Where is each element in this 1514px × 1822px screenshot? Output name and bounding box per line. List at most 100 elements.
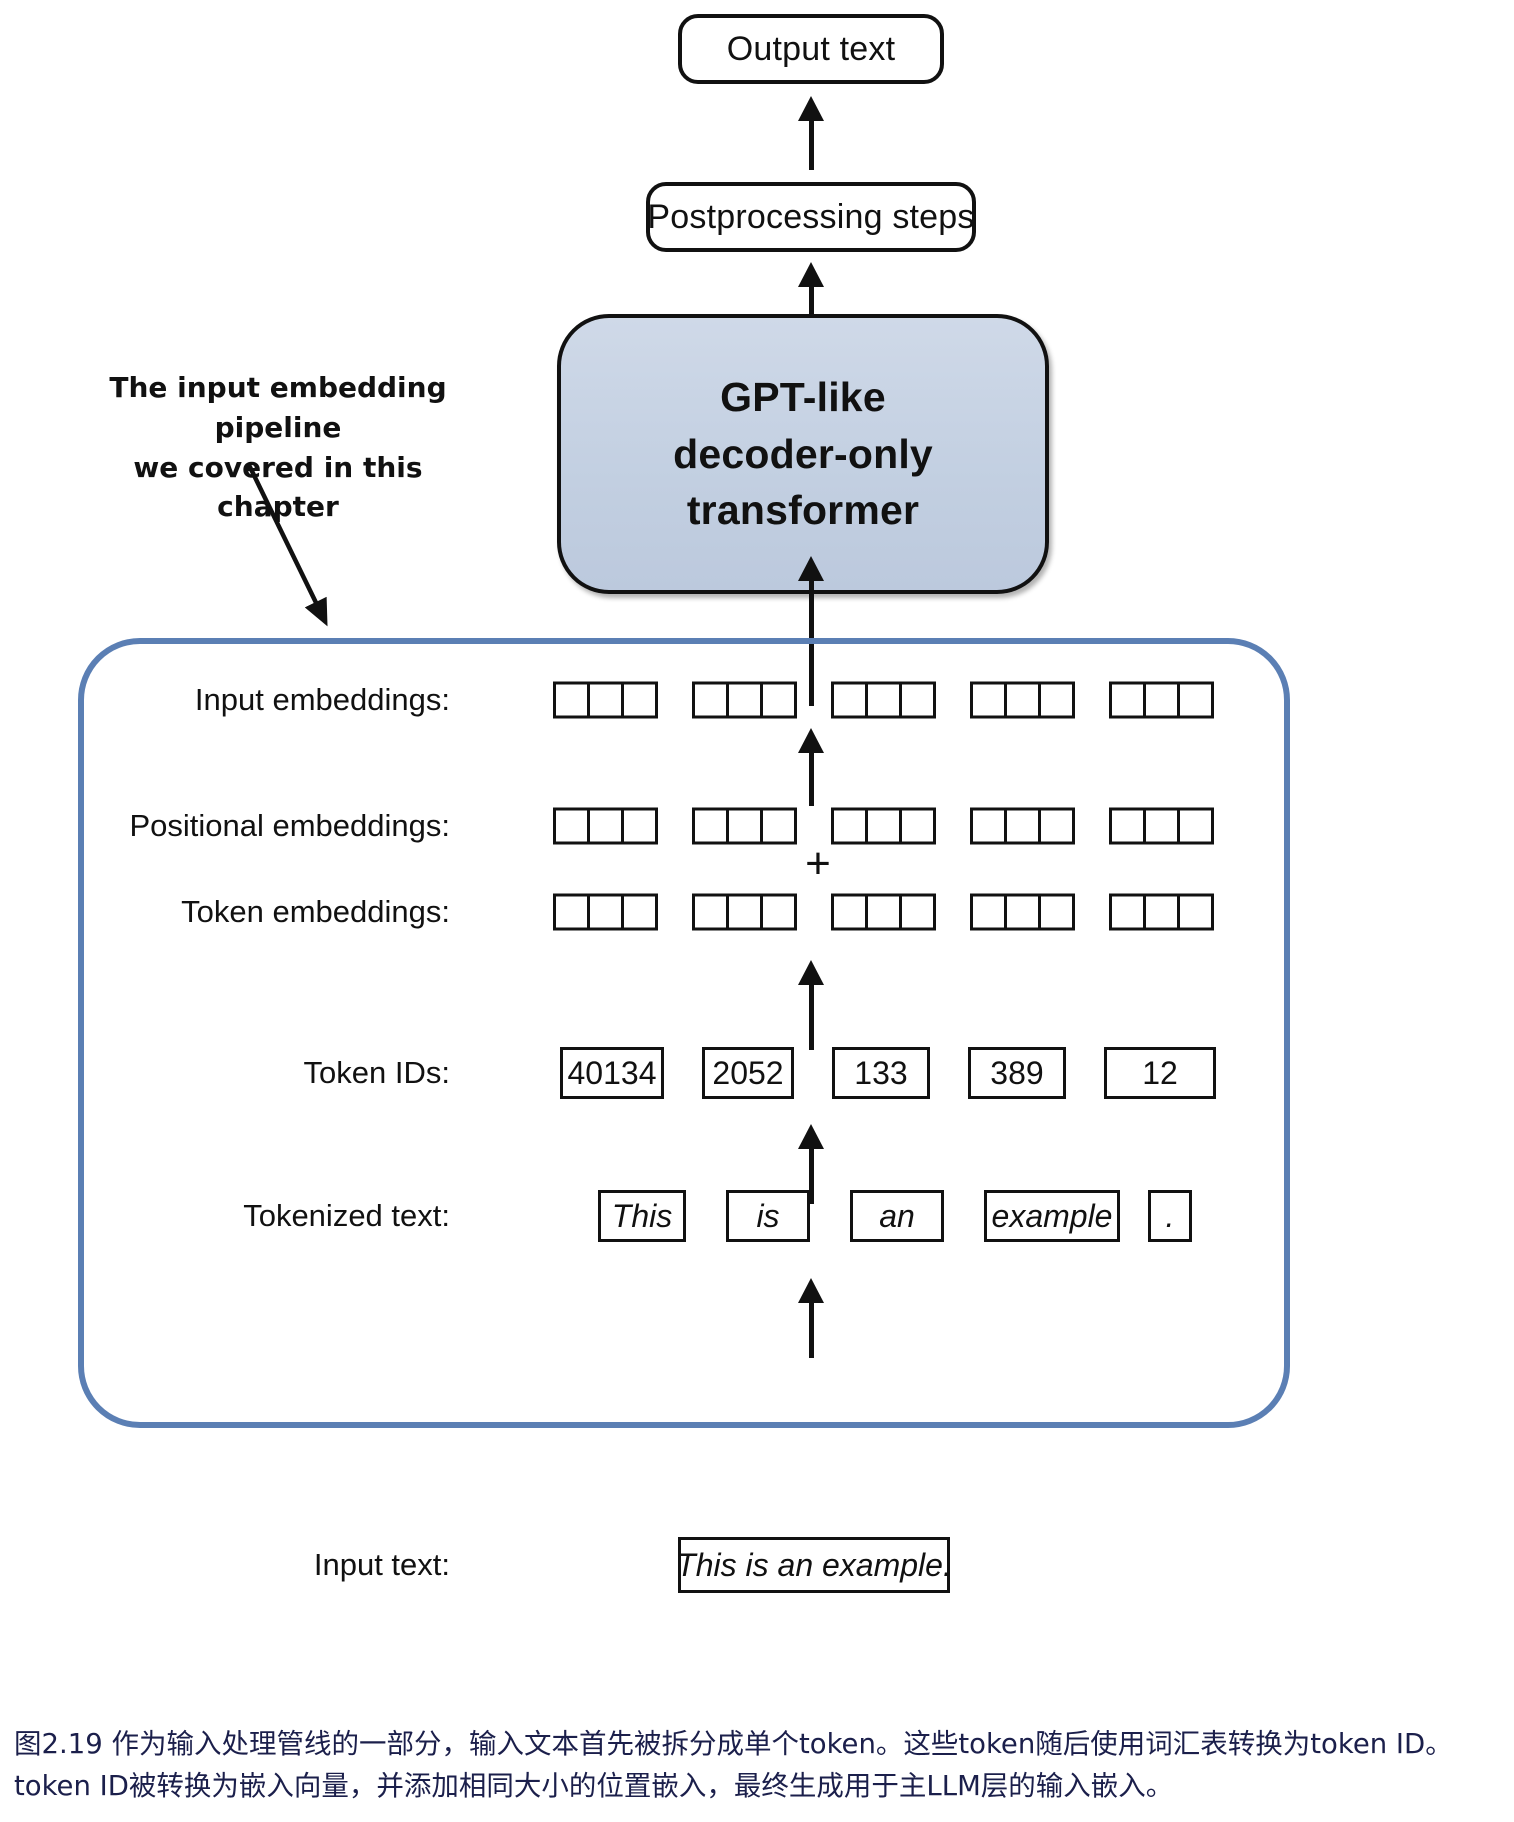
embedding-cell [865,807,902,845]
embedding-cell [1038,807,1075,845]
arrow-shaft [809,750,814,806]
embedding-cell [760,893,797,931]
embedding-cell [621,807,658,845]
input-embedding-pipeline-container [78,638,1290,1428]
embedding-cell [899,807,936,845]
embedding-cell [1038,681,1075,719]
arrow-sum-to-input-embeddings [798,728,824,806]
token-id-chip: 133 [832,1047,930,1099]
embedding-group [831,807,936,845]
postprocessing-steps-box: Postprocessing steps [646,182,976,252]
embedding-group [970,893,1075,931]
embedding-cell [1004,893,1041,931]
embedding-group [1109,807,1214,845]
token-chip: is [726,1190,810,1242]
embedding-cell [1177,681,1214,719]
embedding-cell [831,807,868,845]
embedding-group [831,681,936,719]
embedding-group [1109,893,1214,931]
embedding-group [970,807,1075,845]
embedding-cell [970,681,1007,719]
positional-embeddings-row [553,807,1214,845]
label-positional-embeddings: Positional embeddings: [129,808,450,843]
embedding-group [1109,681,1214,719]
output-text-box: Output text [678,14,944,84]
arrow-shaft [809,118,814,170]
embedding-cell [831,893,868,931]
tokenized-text-row: This is an example . [598,1190,1192,1242]
arrow-head-icon [798,96,824,121]
arrow-shaft [809,284,814,322]
plus-operator: + [805,839,831,888]
embedding-cell [587,681,624,719]
arrow-transformer-to-postprocessing [798,262,824,322]
token-chip: . [1148,1190,1192,1242]
output-text-label: Output text [726,29,896,68]
label-token-embeddings: Token embeddings: [181,894,450,929]
transformer-label-line-3: transformer [686,487,920,534]
embedding-cell [726,681,763,719]
annotation-text: The input embedding pipeline we covered … [88,368,468,527]
embedding-cell [1109,681,1146,719]
embedding-group [553,807,658,845]
embedding-cell [1177,807,1214,845]
embedding-cell [692,807,729,845]
token-ids-row: 40134 2052 133 389 12 [560,1047,1216,1099]
arrow-tokenized-text-to-token-ids [798,1124,824,1204]
label-input-text: Input text: [313,1547,450,1582]
token-chip: example [984,1190,1120,1242]
arrow-shaft [809,1300,814,1358]
embedding-group [831,893,936,931]
embedding-cell [970,893,1007,931]
embedding-cell [1143,893,1180,931]
embedding-group [692,893,797,931]
arrow-head-icon [798,728,824,753]
arrow-shaft [809,1146,814,1204]
embedding-cell [726,893,763,931]
annotation-arrow-icon [245,462,328,627]
annotation-line-2: we covered in this chapter [133,450,423,524]
token-id-chip: 389 [968,1047,1066,1099]
embedding-cell [553,893,590,931]
arrow-head-icon [798,1124,824,1149]
figure-caption: 图2.19 作为输入处理管线的一部分，输入文本首先被拆分成单个token。这些t… [14,1728,1453,1802]
label-token-ids: Token IDs: [303,1055,450,1090]
transformer-label-line-2: decoder-only [673,430,933,477]
embedding-cell [1004,681,1041,719]
arrow-shaft [809,982,814,1050]
arrow-head-icon [798,556,824,581]
token-id-chip: 2052 [702,1047,794,1099]
embedding-cell [1143,681,1180,719]
embedding-group [970,681,1075,719]
arrow-head-icon [798,960,824,985]
embedding-cell [899,681,936,719]
embedding-cell [726,807,763,845]
token-chip: This [598,1190,686,1242]
embedding-cell [692,893,729,931]
embedding-cell [1143,807,1180,845]
embedding-group [553,893,658,931]
arrow-head-icon [798,1278,824,1303]
embedding-cell [1109,893,1146,931]
embedding-cell [621,681,658,719]
embedding-cell [865,681,902,719]
embedding-cell [1177,893,1214,931]
embedding-cell [553,681,590,719]
token-chip: an [850,1190,944,1242]
embedding-cell [587,807,624,845]
embedding-cell [760,807,797,845]
arrow-input-text-to-tokenized-text [798,1278,824,1358]
embedding-cell [1038,893,1075,931]
embedding-group [553,681,658,719]
input-embeddings-row [553,681,1214,719]
embedding-cell [621,893,658,931]
embedding-cell [760,681,797,719]
gpt-decoder-transformer-box: GPT-like decoder-only transformer [557,314,1049,594]
embedding-cell [1109,807,1146,845]
token-embeddings-row [553,893,1214,931]
embedding-cell [587,893,624,931]
token-id-chip: 40134 [560,1047,664,1099]
label-tokenized-text: Tokenized text: [243,1198,450,1233]
embedding-cell [831,681,868,719]
